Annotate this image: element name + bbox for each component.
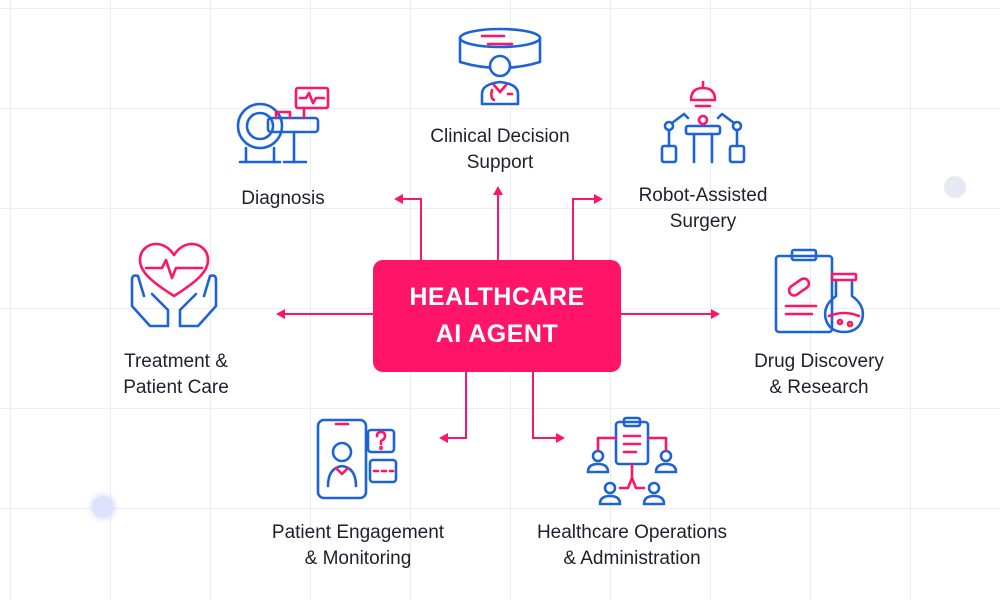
robotic-arms-icon (660, 80, 746, 164)
label-line: & Administration (563, 548, 701, 569)
label-line: Patient Engagement (271, 522, 445, 543)
label-line: Patient Care (123, 377, 229, 398)
label-diagnosis: Diagnosis (241, 186, 324, 212)
label-robot-assisted-surgery: Robot-Assisted Surgery (639, 183, 768, 235)
arrow-to-robot-assisted-surgery (572, 198, 597, 260)
label-line: Diagnosis (241, 188, 325, 209)
label-treatment-patient-care: Treatment & Patient Care (123, 349, 229, 401)
label-line: Surgery (669, 211, 737, 232)
label-line: Healthcare Operations (536, 522, 728, 543)
center-title-line-2: AI AGENT (435, 320, 559, 348)
label-clinical-decision-support: Clinical Decision Support (430, 124, 569, 176)
label-line: Clinical Decision (430, 126, 570, 147)
label-line: & Research (769, 377, 869, 398)
label-line: Treatment & (124, 351, 228, 372)
telehealth-phone-icon (316, 418, 398, 500)
decorative-dot (92, 496, 114, 518)
arrow-to-healthcare-operations-administration (532, 372, 559, 439)
label-drug-discovery-research: Drug Discovery & Research (754, 349, 884, 401)
decorative-dot (944, 176, 966, 198)
doctor-monitor-icon (458, 27, 542, 106)
mri-scanner-icon (236, 86, 330, 164)
label-line: & Monitoring (304, 548, 412, 569)
label-patient-engagement-monitoring: Patient Engagement & Monitoring (272, 520, 444, 572)
arrow-to-patient-engagement-monitoring (445, 372, 467, 439)
label-line: Drug Discovery (754, 351, 884, 372)
hands-heart-icon (130, 242, 218, 328)
team-clipboard-icon (586, 416, 678, 506)
label-line: Robot-Assisted (638, 185, 768, 206)
label-line: Support (466, 152, 534, 173)
arrow-to-diagnosis (400, 198, 422, 260)
clipboard-flask-icon (774, 248, 865, 334)
center-box-healthcare-ai-agent: HEALTHCARE AI AGENT (373, 260, 621, 372)
label-healthcare-operations-administration: Healthcare Operations & Administration (537, 520, 727, 572)
center-title-line-1: HEALTHCARE (409, 283, 585, 311)
